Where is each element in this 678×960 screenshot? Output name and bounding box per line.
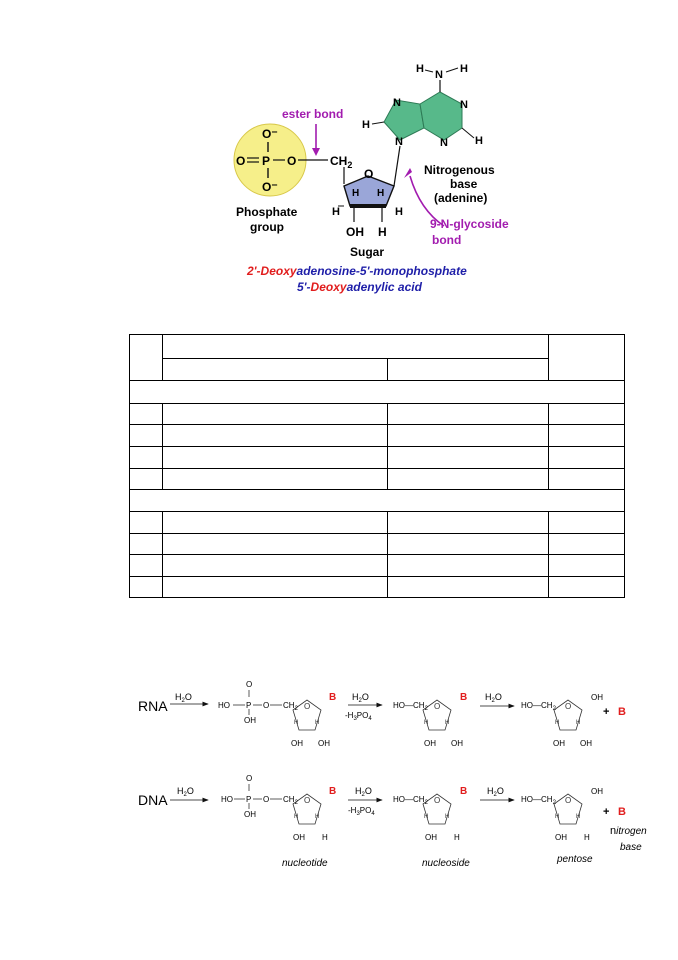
caption-nitrogen-base-1: nitrogen	[610, 825, 647, 837]
empty-table	[129, 334, 625, 598]
nitrogenous-base-label-1: Nitrogenous	[424, 163, 495, 177]
svg-text:HO: HO	[218, 701, 230, 710]
svg-text:H: H	[416, 63, 424, 75]
caption-line-1: 2'-Deoxyadenosine-5'-monophosphate	[246, 264, 467, 278]
caption-pentose: pentose	[556, 854, 593, 865]
sugar-label: Sugar	[350, 245, 384, 259]
nitrogenous-base-label-2: base	[450, 177, 478, 191]
svg-text:H2O: H2O	[355, 786, 372, 798]
phosphate-group-label-2: group	[250, 220, 284, 234]
svg-text:-H3PO4: -H3PO4	[348, 806, 375, 817]
svg-text:OH: OH	[451, 739, 463, 748]
sugar-ring	[343, 175, 395, 207]
svg-text:O: O	[263, 701, 269, 710]
svg-text:OH: OH	[425, 833, 437, 842]
ch2-label: CH2	[330, 154, 352, 170]
svg-text:H: H	[475, 135, 483, 147]
caption-nucleoside: nucleoside	[422, 858, 470, 869]
svg-text:OH: OH	[555, 833, 567, 842]
svg-text:H: H	[322, 833, 328, 842]
caption-line-2: 5'-Deoxyadenylic acid	[297, 280, 423, 294]
svg-text:H: H	[395, 206, 403, 218]
svg-text:N: N	[440, 137, 448, 149]
svg-text:OH: OH	[244, 810, 256, 819]
svg-text:N: N	[395, 136, 403, 148]
glycoside-label-2: bond	[432, 233, 461, 247]
svg-text:H: H	[454, 833, 460, 842]
svg-text:CH2: CH2	[283, 795, 299, 806]
sugar-ring-o: O	[364, 167, 373, 181]
svg-text:OH: OH	[318, 739, 330, 748]
svg-text:OH: OH	[291, 739, 303, 748]
svg-text:-H3PO4: -H3PO4	[345, 711, 372, 722]
svg-text:H: H	[377, 188, 384, 199]
svg-text:HO—CH2: HO—CH2	[521, 795, 557, 806]
sugar-oh: OH	[346, 225, 364, 239]
hydrolysis-scheme: O H H RNA H2O HO O P O CH2 OH B OH OH H2…	[138, 680, 647, 869]
phosphate-group-label-1: Phosphate	[236, 205, 298, 219]
ester-bond-label: ester bond	[282, 107, 343, 121]
svg-text:N: N	[393, 97, 401, 109]
svg-text:OH: OH	[553, 739, 565, 748]
svg-text:CH2: CH2	[283, 701, 299, 712]
svg-text:B: B	[618, 806, 626, 818]
svg-text:OH: OH	[591, 787, 603, 796]
svg-text:B: B	[329, 786, 336, 797]
svg-text:+: +	[603, 706, 609, 718]
caption-nitrogen-base-2: base	[620, 842, 642, 853]
svg-text:OH: OH	[424, 739, 436, 748]
svg-text:H2O: H2O	[175, 692, 192, 704]
phosphate-o-right: O	[287, 154, 296, 168]
svg-text:HO—CH2: HO—CH2	[393, 795, 429, 806]
svg-text:HO—CH2: HO—CH2	[521, 701, 557, 712]
svg-text:O: O	[263, 795, 269, 804]
svg-text:OH: OH	[591, 693, 603, 702]
phosphate-p: P	[262, 154, 270, 168]
svg-text:H2O: H2O	[485, 692, 502, 704]
svg-text:H: H	[378, 225, 387, 239]
svg-text:H: H	[362, 119, 370, 131]
svg-text:B: B	[460, 786, 467, 797]
caption-nucleotide: nucleotide	[282, 858, 328, 869]
svg-text:H: H	[332, 206, 340, 218]
rna-hydrolysis-row: RNA H2O HO O P O CH2 OH B OH OH H2O -H3P…	[138, 680, 626, 748]
phosphate-o-left: O	[236, 154, 245, 168]
svg-text:HO: HO	[221, 795, 233, 804]
svg-text:H: H	[460, 63, 468, 75]
svg-text:B: B	[329, 692, 336, 703]
svg-text:OH: OH	[293, 833, 305, 842]
svg-text:P: P	[246, 701, 251, 710]
svg-text:O: O	[246, 680, 252, 689]
svg-text:H: H	[352, 188, 359, 199]
glycoside-label-1: 9-N-glycoside	[430, 217, 509, 231]
dna-hydrolysis-row: DNA H2O HO O P O CH2 OH B OH H H2O -H3PO…	[138, 774, 626, 842]
rna-label: RNA	[138, 698, 168, 714]
svg-text:OH: OH	[580, 739, 592, 748]
svg-text:B: B	[618, 706, 626, 718]
svg-text:B: B	[460, 692, 467, 703]
phosphate-o-top: O⁻	[262, 127, 278, 141]
svg-text:P: P	[246, 795, 251, 804]
adenine-six-ring	[419, 91, 463, 141]
svg-text:HO—CH2: HO—CH2	[393, 701, 429, 712]
svg-text:N: N	[435, 69, 443, 81]
svg-text:H2O: H2O	[487, 786, 504, 798]
svg-text:H2O: H2O	[177, 786, 194, 798]
svg-text:+: +	[603, 806, 609, 818]
svg-text:H2O: H2O	[352, 692, 369, 704]
svg-text:OH: OH	[244, 716, 256, 725]
svg-text:H: H	[584, 833, 590, 842]
svg-text:O: O	[246, 774, 252, 783]
damp-structure-figure: O⁻ O P O O⁻ ester bond CH2 O H H H H OH …	[233, 63, 509, 294]
nitrogenous-base-label-3: (adenine)	[434, 191, 487, 205]
dna-label: DNA	[138, 792, 168, 808]
adenine-five-ring	[383, 99, 425, 141]
svg-text:N: N	[460, 99, 468, 111]
phosphate-o-bottom: O⁻	[262, 180, 278, 194]
